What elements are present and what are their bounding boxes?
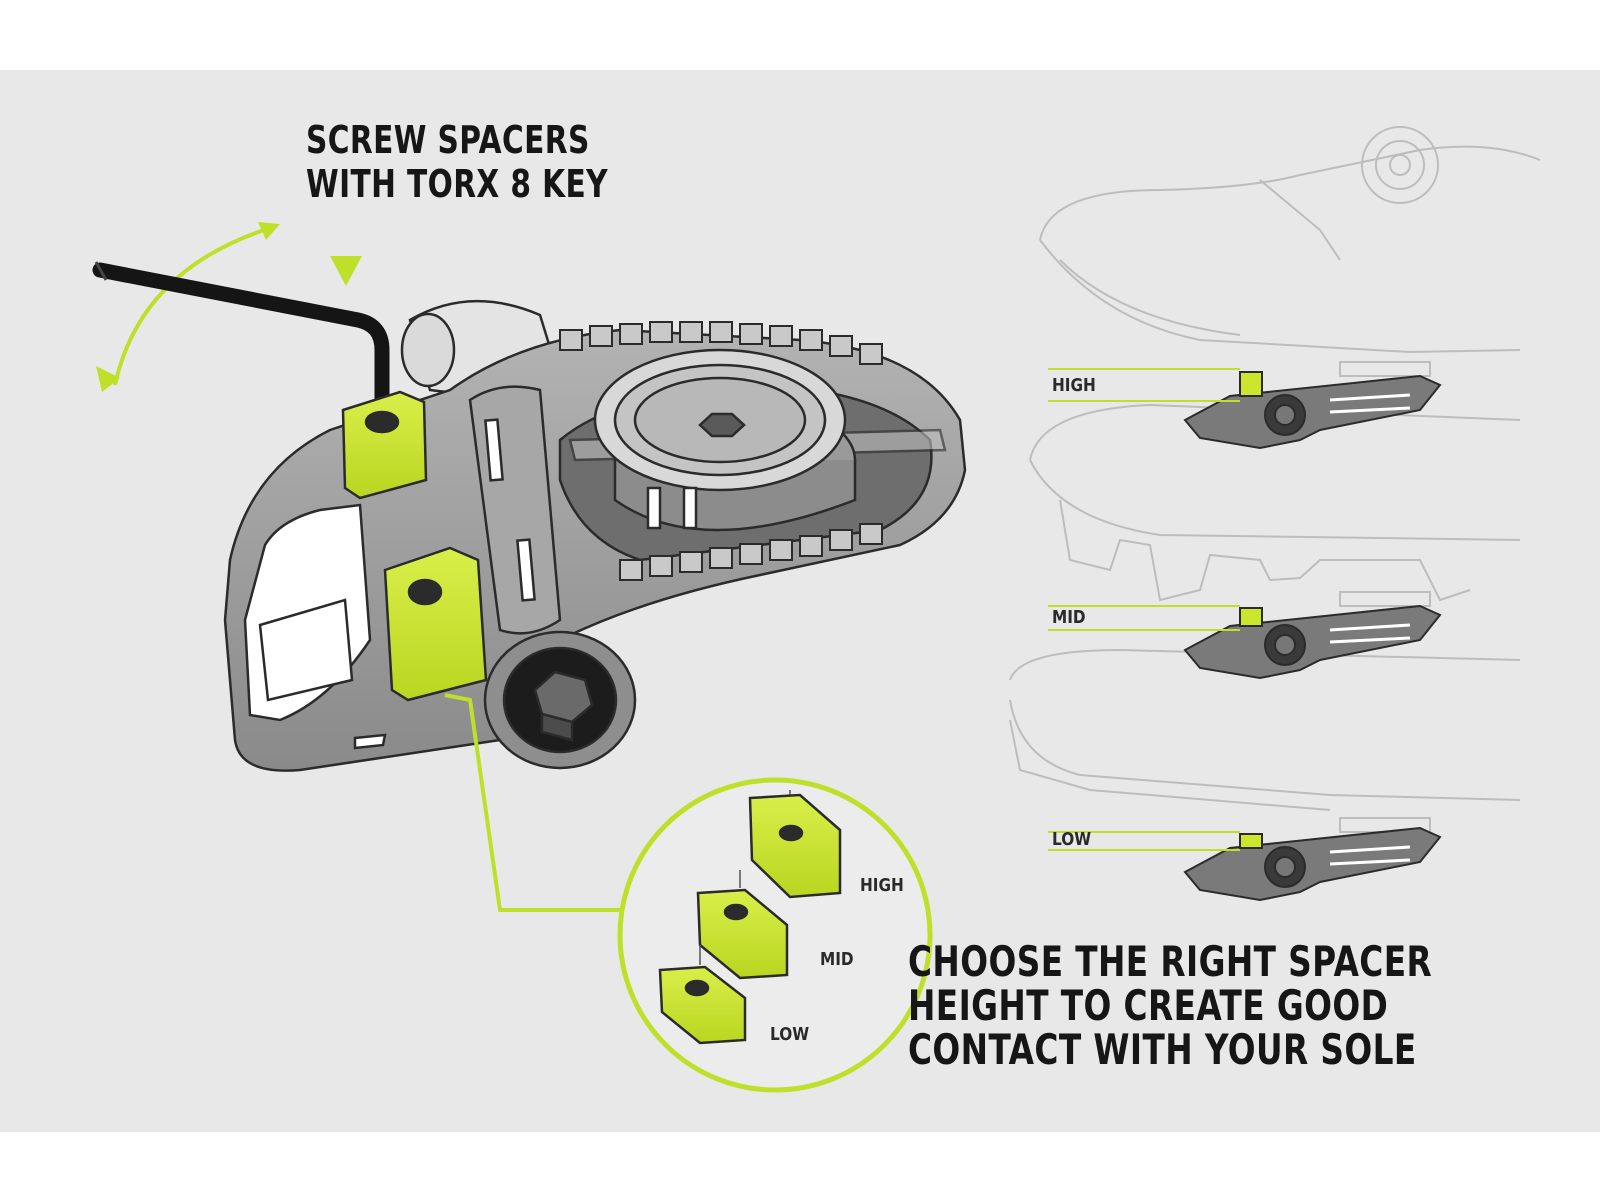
down-arrow-icon — [330, 256, 362, 286]
height-guide-lines — [1048, 368, 1240, 851]
spacer-block-icon — [658, 790, 842, 1045]
shoe-label-mid: MID — [1052, 607, 1086, 628]
rotate-arrow-head-bottom — [96, 366, 120, 392]
instruction-top: SCREW SPACERS WITH TORX 8 KEY — [306, 118, 608, 206]
zoom-label-mid: MID — [820, 949, 854, 970]
instruction-bottom-line3: CONTACT WITH YOUR SOLE — [908, 1025, 1417, 1074]
shoe-label-high: HIGH — [1052, 375, 1096, 396]
instruction-top-line1: SCREW SPACERS — [306, 118, 590, 162]
rotate-arrow-icon — [113, 226, 271, 386]
instruction-bottom-line1: CHOOSE THE RIGHT SPACER — [908, 937, 1433, 986]
zoom-label-high: HIGH — [860, 875, 904, 896]
zoom-label-low: LOW — [770, 1024, 810, 1045]
callout-line — [444, 693, 620, 912]
instruction-bottom-line2: HEIGHT TO CREATE GOOD — [908, 981, 1389, 1030]
spacer-block-icon — [341, 390, 488, 702]
instruction-top-line2: WITH TORX 8 KEY — [306, 162, 608, 206]
instruction-bottom: CHOOSE THE RIGHT SPACER HEIGHT TO CREATE… — [908, 940, 1432, 1072]
shoe-outline-icon — [1009, 126, 1541, 833]
rotate-arrow-head-top — [258, 222, 280, 240]
shoe-label-low: LOW — [1052, 829, 1092, 850]
torx-key-icon — [92, 261, 390, 440]
pedal-illustration — [223, 300, 967, 772]
pedal-side-icon — [1183, 371, 1442, 902]
